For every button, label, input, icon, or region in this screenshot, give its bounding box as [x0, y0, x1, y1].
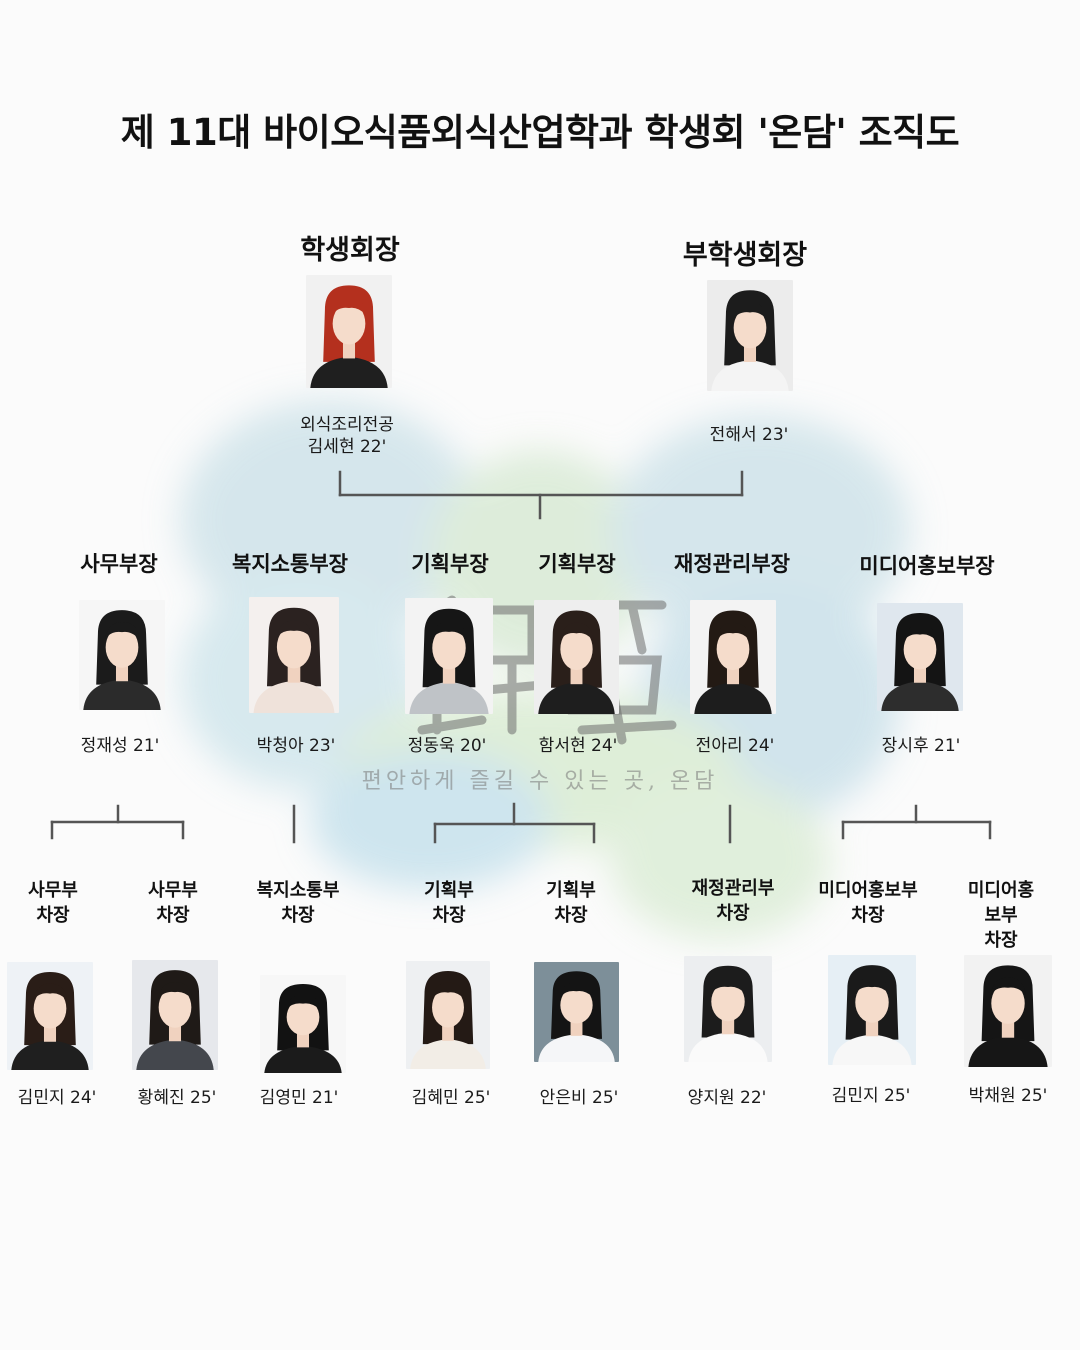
portrait [534, 600, 619, 714]
name-head: 박청아 23' [256, 736, 336, 756]
role-head: 기획부장 [538, 552, 616, 576]
name-head: 장시후 21' [881, 736, 961, 756]
role-head: 복지소통부장 [232, 552, 348, 576]
photo-deputy [406, 961, 490, 1069]
photo-president [306, 275, 392, 388]
name-deputy: 김혜민 25' [411, 1088, 491, 1108]
name-deputy: 박채원 25' [968, 1086, 1048, 1106]
name-deputy: 김민지 25' [831, 1086, 911, 1106]
name-head: 정동욱 20' [407, 736, 487, 756]
photo-head [534, 600, 619, 714]
photo-head [877, 603, 963, 711]
page-title: 제 11대 바이오식품외식산업학과 학생회 '온담' 조직도 [120, 111, 960, 154]
portrait [707, 280, 793, 391]
photo-deputy [260, 975, 346, 1073]
photo-head [79, 600, 165, 710]
portrait [260, 975, 346, 1073]
role-deputy: 사무부 차장 [148, 880, 198, 926]
role-deputy: 기획부 차장 [546, 880, 596, 926]
role-head: 기획부장 [411, 552, 489, 576]
portrait [405, 598, 493, 714]
portrait [690, 600, 776, 714]
photo-head [405, 598, 493, 714]
role-deputy: 기획부 차장 [424, 880, 474, 926]
name-deputy: 김영민 21' [259, 1088, 339, 1108]
watermark-tagline: 편안하게 즐길 수 있는 곳, 온담 [361, 769, 719, 794]
portrait [132, 960, 218, 1070]
role-vice-president: 부학생회장 [682, 240, 808, 271]
role-head: 사무부장 [80, 552, 158, 576]
portrait [684, 956, 772, 1062]
portrait [306, 275, 392, 388]
photo-head [690, 600, 776, 714]
name-president: 외식조리전공 김세현 22' [300, 415, 394, 457]
role-deputy: 복지소통부 차장 [256, 880, 340, 926]
name-deputy: 안은비 25' [539, 1088, 619, 1108]
portrait [249, 597, 339, 713]
name-deputy: 황혜진 25' [137, 1088, 217, 1108]
role-head: 재정관리부장 [674, 552, 790, 576]
photo-deputy [132, 960, 218, 1070]
photo-vice-president [707, 280, 793, 391]
name-deputy: 양지원 22' [687, 1088, 767, 1108]
name-deputy: 김민지 24' [17, 1088, 97, 1108]
portrait [79, 600, 165, 710]
role-deputy: 미디어홍보부 차장 [967, 880, 1035, 951]
photo-deputy [534, 962, 619, 1062]
role-deputy: 사무부 차장 [28, 880, 78, 926]
name-head: 함서현 24' [538, 736, 618, 756]
photo-deputy [7, 962, 93, 1070]
portrait [964, 955, 1052, 1067]
photo-deputy [684, 956, 772, 1062]
portrait [406, 961, 490, 1069]
photo-deputy [828, 955, 916, 1065]
role-head: 미디어홍보부장 [859, 554, 995, 578]
name-head: 전아리 24' [695, 736, 775, 756]
portrait [877, 603, 963, 711]
photo-head [249, 597, 339, 713]
name-vice-president: 전해서 23' [709, 425, 789, 445]
role-president: 학생회장 [300, 235, 400, 266]
portrait [7, 962, 93, 1070]
role-deputy: 미디어홍보부 차장 [818, 880, 918, 926]
portrait [534, 962, 619, 1062]
role-deputy: 재정관리부 차장 [691, 878, 775, 924]
portrait [828, 955, 916, 1065]
photo-deputy [964, 955, 1052, 1067]
name-head: 정재성 21' [80, 736, 160, 756]
